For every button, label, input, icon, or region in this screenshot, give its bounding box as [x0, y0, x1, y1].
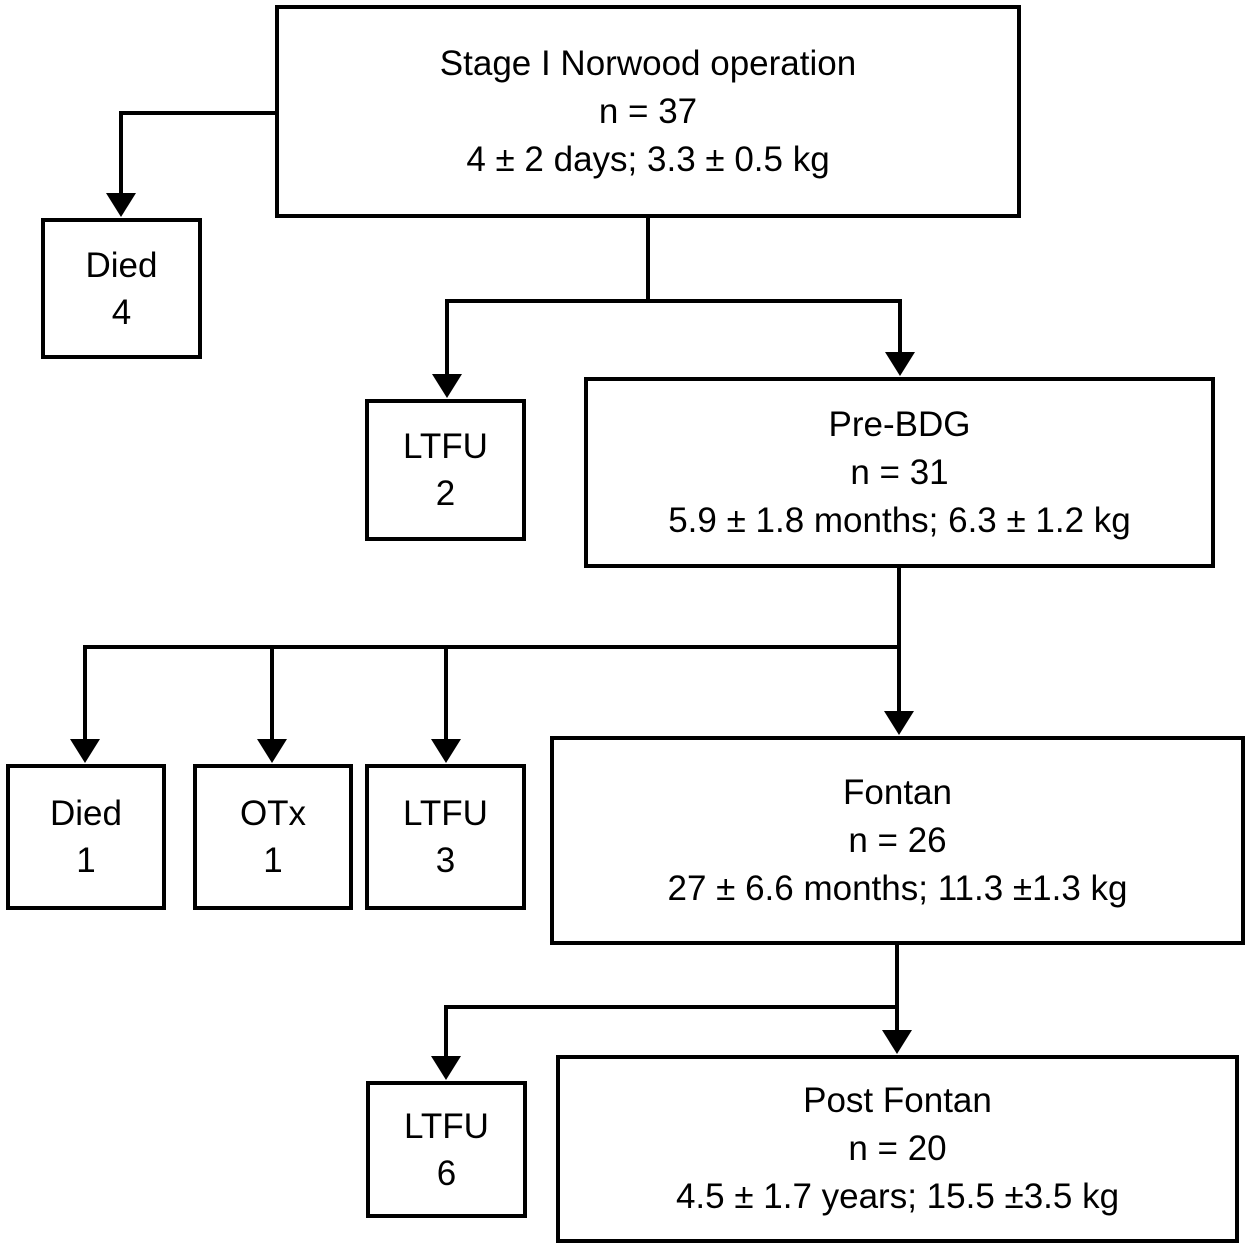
- node-n-value: n = 37: [598, 91, 698, 131]
- node-title: LTFU: [404, 1106, 489, 1146]
- node-n-value: n = 31: [850, 452, 949, 492]
- node-ltfu-after-fontan: LTFU 6: [366, 1081, 527, 1218]
- node-title: Post Fontan: [803, 1081, 992, 1120]
- node-stats: 27 ± 6.6 months; 11.3 ±1.3 kg: [667, 868, 1128, 908]
- node-died-after-prebdg: Died 1: [6, 764, 166, 910]
- node-title: Died: [85, 245, 158, 285]
- node-n-value: n = 20: [848, 1129, 947, 1168]
- node-stage1-norwood: Stage I Norwood operation n = 37 4 ± 2 d…: [275, 5, 1021, 218]
- node-title: Pre-BDG: [828, 404, 971, 444]
- node-count: 6: [436, 1153, 457, 1193]
- node-pre-bdg: Pre-BDG n = 31 5.9 ± 1.8 months; 6.3 ± 1…: [584, 377, 1215, 568]
- node-title: Stage I Norwood operation: [439, 43, 857, 83]
- node-title: Died: [50, 794, 122, 833]
- node-count: 1: [76, 841, 96, 880]
- node-title: LTFU: [403, 794, 488, 833]
- node-stats: 4 ± 2 days; 3.3 ± 0.5 kg: [466, 139, 830, 179]
- node-n-value: n = 26: [848, 820, 947, 860]
- node-ltfu-after-prebdg: LTFU 3: [365, 764, 526, 910]
- node-count: 1: [263, 841, 283, 880]
- node-title: LTFU: [403, 427, 488, 466]
- node-otx-after-prebdg: OTx 1: [193, 764, 353, 910]
- node-title: Fontan: [843, 772, 952, 812]
- node-count: 3: [435, 841, 456, 880]
- node-count: 4: [111, 292, 132, 332]
- node-stats: 4.5 ± 1.7 years; 15.5 ±3.5 kg: [675, 1177, 1120, 1216]
- node-count: 2: [435, 474, 456, 513]
- node-ltfu-after-stage1: LTFU 2: [365, 399, 526, 541]
- node-post-fontan: Post Fontan n = 20 4.5 ± 1.7 years; 15.5…: [556, 1055, 1239, 1243]
- node-stats: 5.9 ± 1.8 months; 6.3 ± 1.2 kg: [668, 500, 1131, 540]
- node-fontan: Fontan n = 26 27 ± 6.6 months; 11.3 ±1.3…: [550, 736, 1245, 945]
- node-title: OTx: [239, 794, 307, 833]
- node-died-after-stage1: Died 4: [41, 218, 202, 359]
